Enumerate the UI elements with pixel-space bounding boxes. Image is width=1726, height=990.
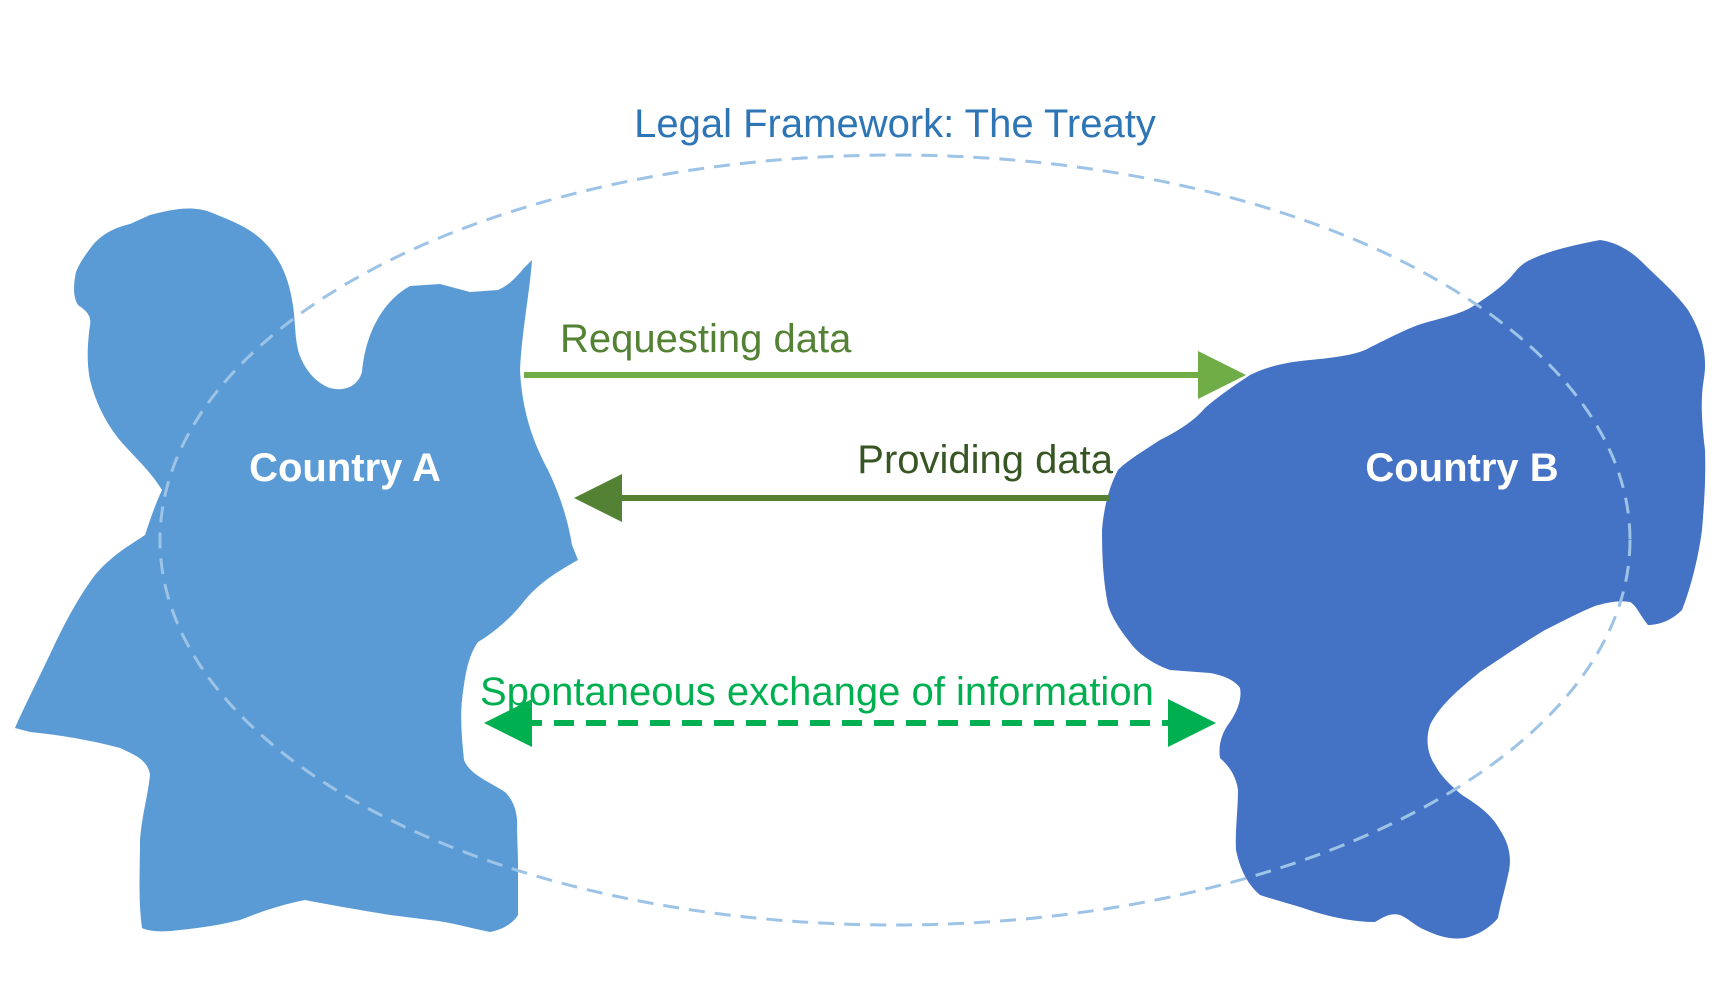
- spontaneous-label: Spontaneous exchange of information: [480, 670, 1154, 714]
- treaty-title: Legal Framework: The Treaty: [634, 102, 1156, 146]
- request-label: Requesting data: [560, 317, 852, 361]
- country-b-label: Country B: [1365, 446, 1558, 490]
- provide-label: Providing data: [857, 438, 1113, 482]
- treaty-boundary: [158, 153, 1632, 927]
- country-a-label: Country A: [249, 446, 441, 490]
- country-a-shape: [15, 208, 578, 932]
- country-b-shape: [1102, 240, 1706, 939]
